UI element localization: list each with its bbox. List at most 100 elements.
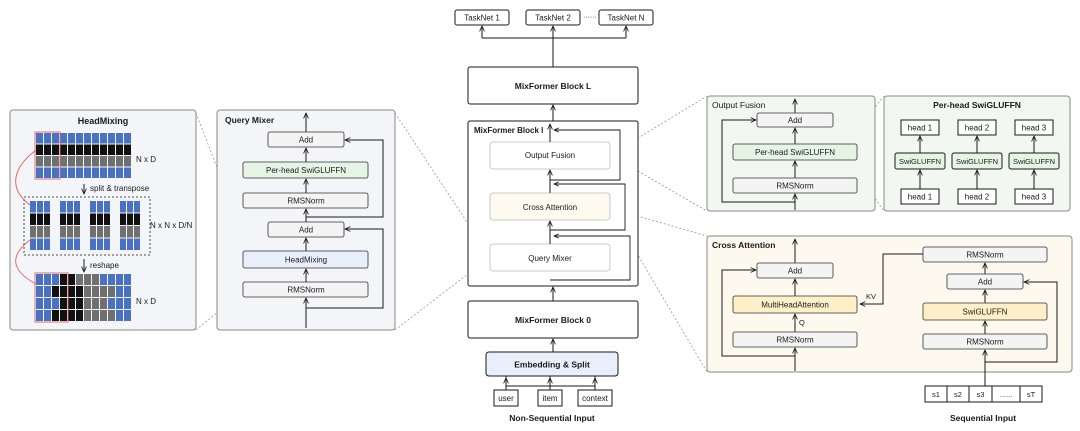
ca-title: Cross Attention (712, 240, 775, 250)
grid-cell (84, 274, 91, 285)
headmixing-dim-top: N x D (136, 155, 156, 164)
grid-cell (84, 167, 91, 178)
tasknet-label: TaskNet 1 (464, 14, 500, 23)
ca-add-right-box (946, 273, 1024, 290)
grid-cell (116, 144, 123, 155)
main-query-mixer-label: Query Mixer (528, 254, 572, 263)
grid-cell (124, 167, 131, 178)
output-fusion-panel: Output Fusion Add Per-head SwiGLUFFN RMS… (706, 95, 876, 212)
grid-cell (44, 144, 51, 155)
head-top-box (957, 119, 997, 136)
ffn-box (951, 152, 1003, 170)
grid-cell (74, 238, 80, 250)
grid-cell (36, 286, 43, 297)
grid-cell (108, 167, 115, 178)
qm-headmixing-box (242, 250, 369, 269)
ph-title: Per-head SwiGLUFFN (933, 100, 1021, 110)
block-i-label: MixFormer Block l (474, 126, 543, 135)
grid-cell (92, 133, 99, 144)
headmixing-red-link-2 (15, 239, 37, 285)
head-top-box (900, 119, 940, 136)
grid-cell (104, 201, 110, 213)
grid-cell (124, 144, 131, 155)
ca-rms-left-box (732, 331, 858, 348)
input-token: context (582, 394, 609, 403)
sequence-token: ...... (1000, 390, 1013, 399)
grid-cell (76, 144, 83, 155)
grid-cell (84, 156, 91, 167)
grid-cell (92, 298, 99, 309)
ca-mha: MultiHeadAttention (761, 301, 829, 310)
grid-cell (36, 298, 43, 309)
grid-cell (52, 144, 59, 155)
grid-cell (44, 167, 51, 178)
input-token: item (542, 394, 557, 403)
grid-cell (134, 201, 140, 213)
grid-cell (124, 310, 131, 321)
query-mixer-panel: Query Mixer Add Per-head SwiGLUFFN RMSNo… (216, 109, 396, 331)
grid-cell (84, 286, 91, 297)
ca-mha-box (732, 295, 858, 314)
grid-cell (84, 310, 91, 321)
qm-swiglu-box (242, 161, 369, 179)
grid-cell (60, 298, 67, 309)
grid-cell (60, 238, 66, 250)
ca-rms-right: RMSNorm (966, 338, 1004, 347)
qm-rms-bot: RMSNorm (287, 286, 325, 295)
ca-swiglu: SwiGLUFFN (963, 308, 1008, 317)
grid-cell (60, 167, 67, 178)
grid-cell (68, 286, 75, 297)
grid-cell (68, 156, 75, 167)
grid-cell (108, 310, 115, 321)
grid-cell (92, 274, 99, 285)
grid-cell (68, 310, 75, 321)
grid-cell (76, 156, 83, 167)
grid-cell (52, 310, 59, 321)
grid-cell (60, 226, 66, 238)
grid-cell (36, 156, 43, 167)
grid-cell (124, 274, 131, 285)
grid-cell (108, 286, 115, 297)
grid-cell (30, 238, 36, 250)
grid-cell (44, 213, 50, 225)
of-add: Add (788, 116, 802, 125)
grid-cell (97, 226, 103, 238)
of-rms-box (732, 177, 858, 194)
ffn-label: SwiGLUFFN (956, 157, 998, 166)
of-add-box (756, 112, 834, 128)
grid-cell (36, 310, 43, 321)
grid-cell (67, 201, 73, 213)
grid-cell (44, 156, 51, 167)
grid-top (36, 133, 131, 178)
grid-cell (100, 274, 107, 285)
grid-cell (120, 238, 126, 250)
head-bot-label: head 1 (908, 193, 933, 202)
sequence-token: s2 (954, 390, 962, 399)
grid-cell (44, 298, 51, 309)
of-swiglu: Per-head SwiGLUFFN (755, 148, 835, 157)
tasknet-label: TaskNet 2 (535, 14, 571, 23)
input-token-box (537, 389, 563, 407)
grid-cell (90, 238, 96, 250)
of-rms: RMSNorm (776, 182, 814, 191)
grid-cell (37, 238, 43, 250)
grid-cell (52, 274, 59, 285)
grid-bottom (36, 274, 131, 321)
ffn-label: SwiGLUFFN (1013, 157, 1055, 166)
grid-cell (124, 298, 131, 309)
grid-cell (60, 310, 67, 321)
grid-cell (104, 213, 110, 225)
ca-rms-right-box (922, 333, 1048, 350)
qm-rms-bot-box (242, 281, 369, 298)
of-swiglu-box (732, 143, 858, 161)
ca-swiglu-box (922, 302, 1048, 321)
grid-cell (76, 310, 83, 321)
grid-cell (108, 144, 115, 155)
grid-cell (36, 144, 43, 155)
grid-cell (68, 167, 75, 178)
qm-add-bot: Add (299, 226, 313, 235)
head-bot-box (900, 188, 940, 205)
grid-bottom-highlight (34, 272, 69, 323)
grid-cell (44, 226, 50, 238)
